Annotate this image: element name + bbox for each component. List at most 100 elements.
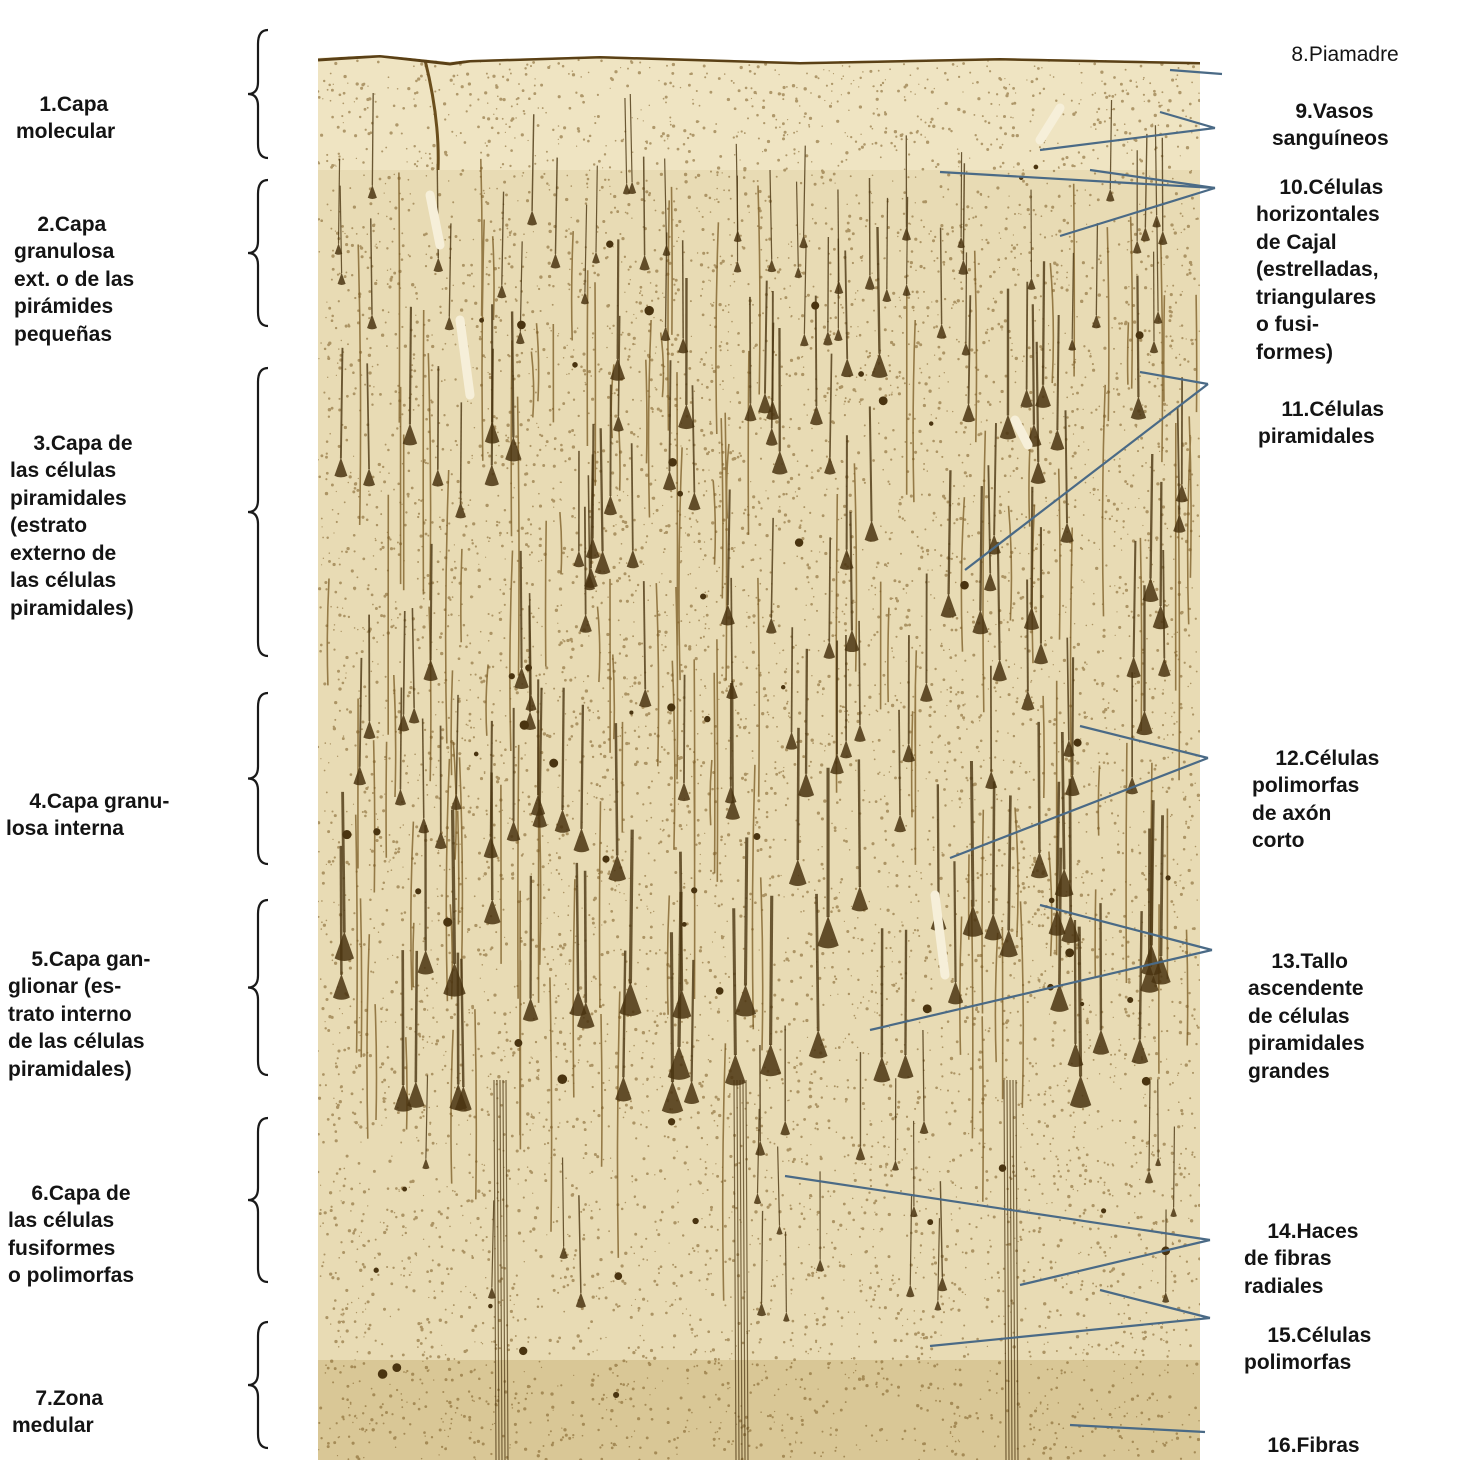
apical-dendrite — [581, 705, 582, 829]
apical-dendrite — [521, 551, 522, 668]
apical-dendrite — [492, 772, 493, 900]
label-layer-4: 4.Capa granu- losa interna — [6, 760, 169, 870]
label-number: 7. — [35, 1387, 53, 1410]
apical-dendrite — [1027, 282, 1028, 390]
label-cajal: 10.Células horizontales de Cajal (estrel… — [1256, 146, 1383, 394]
apical-dendrite — [771, 896, 772, 1045]
label-layer-1: 1.Capa molecular — [16, 63, 115, 173]
label-number: 15. — [1267, 1324, 1296, 1347]
label-tallo: 13.Tallo ascendente de células piramidal… — [1248, 920, 1365, 1113]
apical-dendrite — [966, 252, 967, 343]
apical-dendrite — [671, 932, 672, 1082]
apical-dendrite — [817, 894, 819, 1031]
apical-dendrite — [1059, 848, 1060, 985]
apical-dendrite — [798, 728, 799, 860]
label-text: Capa granulosa ext. o de las pirámides p… — [14, 213, 134, 346]
label-number: 10. — [1279, 176, 1308, 199]
label-number: 5. — [31, 948, 49, 971]
apical-dendrite — [438, 366, 439, 470]
apical-dendrite — [461, 402, 462, 502]
label-text: Células piramidales — [1258, 398, 1384, 449]
apical-dendrite — [850, 512, 851, 631]
apical-dendrite — [792, 627, 793, 732]
label-text: Células polimorfas — [1244, 1324, 1371, 1375]
apical-dendrite — [1174, 1127, 1175, 1208]
label-text: Fibras medulares — [1244, 1434, 1360, 1460]
label-fibras-medulares: 16.Fibras medulares — [1244, 1404, 1360, 1460]
apical-dendrite — [400, 688, 401, 790]
apical-dendrite — [887, 198, 888, 289]
apical-dendrite — [745, 837, 746, 985]
label-number: 4. — [29, 790, 47, 813]
label-text: Vasos sanguíneos — [1272, 100, 1389, 151]
apical-dendrite — [1072, 657, 1073, 775]
apical-dendrite — [859, 759, 860, 887]
apical-dendrite — [899, 710, 900, 815]
label-number: 6. — [31, 1182, 49, 1205]
label-text: Capa de las células fusiformes o polimor… — [8, 1182, 134, 1288]
label-layer-3: 3.Capa de las células piramidales (estra… — [10, 402, 134, 650]
label-layer-5: 5.Capa gan- glionar (es- trato interno d… — [8, 918, 150, 1111]
apical-dendrite — [630, 830, 632, 984]
apical-dendrite — [343, 792, 345, 933]
apical-dendrite — [1161, 482, 1162, 606]
apical-dendrite — [980, 486, 981, 611]
label-text: Capa molecular — [16, 93, 115, 144]
apical-dendrite — [416, 951, 417, 1082]
apical-dendrite — [1057, 315, 1058, 430]
apical-dendrite — [562, 688, 563, 810]
apical-dendrite — [1070, 779, 1071, 916]
apical-dendrite — [905, 930, 906, 1055]
label-number: 12. — [1275, 747, 1304, 770]
apical-dendrite — [618, 239, 619, 359]
label-text: Piamadre — [1309, 43, 1399, 66]
apical-dendrite — [806, 649, 807, 774]
apical-dendrite — [644, 157, 645, 256]
label-text: Células horizontales de Cajal (estrellad… — [1256, 176, 1383, 364]
apical-dendrite — [1033, 304, 1034, 424]
apical-dendrite — [971, 761, 973, 907]
apical-dendrite — [372, 93, 373, 186]
label-number: 9. — [1295, 100, 1313, 123]
label-text: Capa gan- glionar (es- trato interno de … — [8, 948, 150, 1081]
label-number: 3. — [33, 432, 51, 455]
tissue-section — [310, 50, 1210, 1460]
apical-dendrite — [1161, 815, 1163, 956]
label-text: Tallo ascendente de células piramidales … — [1248, 950, 1365, 1083]
layer-brace — [248, 1118, 268, 1282]
label-number: 2. — [37, 213, 55, 236]
apical-dendrite — [734, 908, 736, 1055]
label-text: Haces de fibras radiales — [1244, 1220, 1358, 1298]
apical-dendrite — [1062, 732, 1064, 869]
label-text: Zona medular — [12, 1387, 103, 1438]
label-piramidales: 11.Células piramidales — [1258, 368, 1384, 478]
apical-dendrite — [954, 861, 955, 982]
layer-brace — [248, 368, 268, 656]
layer-brace — [248, 693, 268, 864]
apical-dendrite — [410, 307, 411, 424]
layer-brace — [248, 900, 268, 1075]
apical-dendrite — [669, 360, 670, 471]
label-number: 1. — [39, 93, 57, 116]
apical-dendrite — [679, 892, 681, 1047]
layer-braces — [248, 30, 268, 1448]
apical-dendrite — [938, 784, 939, 908]
label-layer-6: 6.Capa de las células fusiformes o polim… — [8, 1152, 134, 1317]
apical-dendrite — [577, 863, 578, 992]
apical-dendrite — [993, 781, 994, 914]
apical-dendrite — [431, 544, 432, 660]
label-text: Capa de las células piramidales (estrato… — [10, 432, 134, 620]
apical-dendrite — [1027, 580, 1028, 692]
apical-dendrite — [512, 311, 513, 437]
label-number: 11. — [1281, 398, 1309, 421]
label-polimorfas: 15.Células polimorfas — [1244, 1294, 1371, 1404]
label-number: 16. — [1267, 1434, 1296, 1457]
apical-dendrite — [829, 537, 830, 641]
apical-dendrite — [1009, 795, 1011, 930]
apical-dendrite — [492, 349, 493, 466]
apical-dendrite — [616, 723, 617, 855]
apical-dendrite — [453, 810, 455, 964]
apical-dendrite — [632, 443, 633, 550]
apical-dendrite — [816, 296, 817, 407]
